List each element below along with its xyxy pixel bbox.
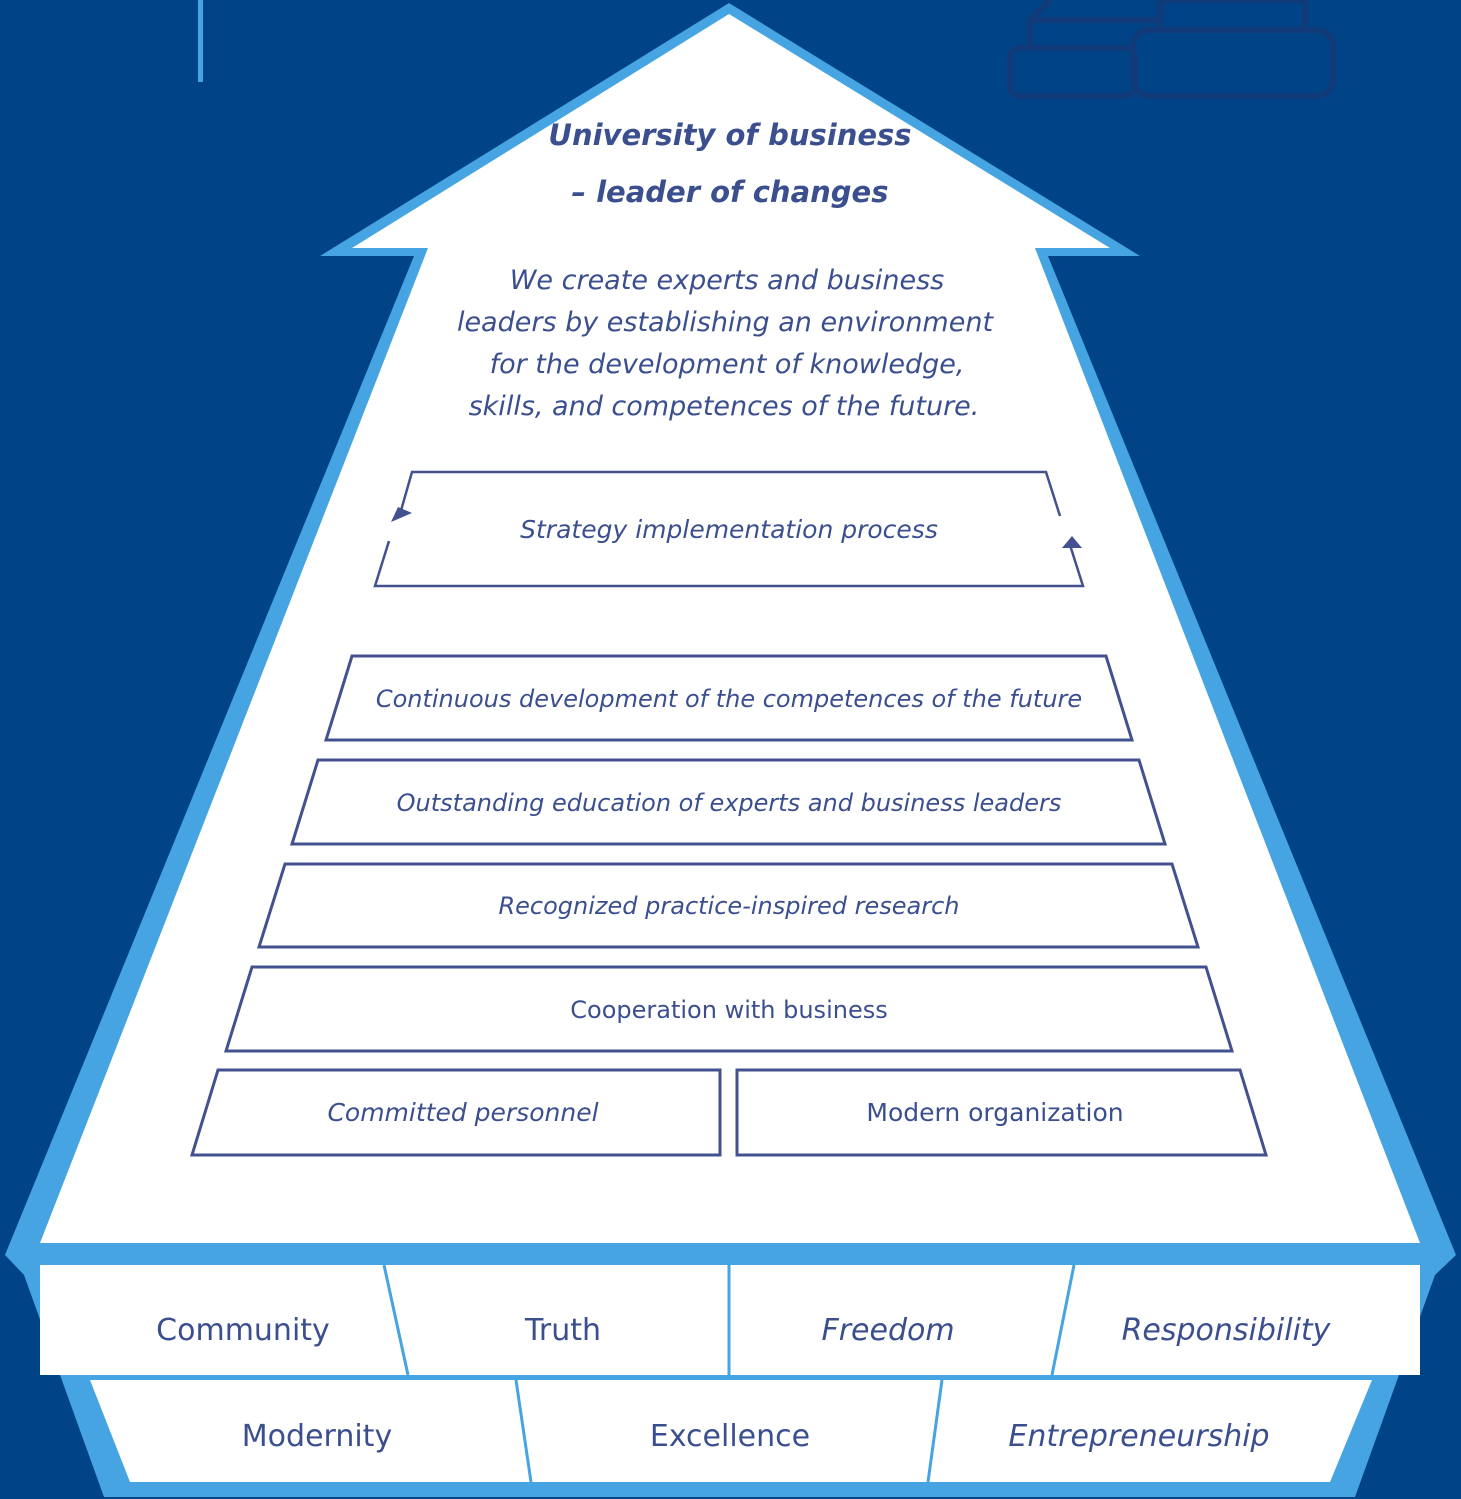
value-label: Modernity (242, 1419, 392, 1454)
goal-label: Recognized practice-inspired research (498, 892, 959, 920)
goal-box (323, 654, 1135, 742)
goal-box (289, 758, 1168, 846)
goal-box (256, 862, 1201, 949)
arrowhead-icon (1062, 536, 1082, 548)
strategy-process-label: Strategy implementation process (520, 515, 938, 544)
foundation-box (735, 1068, 1269, 1157)
mission-line: We create experts and business (510, 265, 945, 296)
goal-label: Outstanding education of experts and bus… (397, 789, 1062, 817)
value-label: Responsibility (1122, 1313, 1332, 1348)
foundation-label: Committed personnel (327, 1098, 598, 1127)
goal-label: Continuous development of the competence… (376, 685, 1082, 713)
goal-box (223, 965, 1235, 1053)
value-label: Freedom (821, 1313, 954, 1348)
values-divider (1050, 1264, 1076, 1376)
mission-line: leaders by establishing an environment (457, 307, 995, 338)
value-label: Entrepreneurship (1008, 1419, 1269, 1454)
foundation-label: Modern organization (866, 1098, 1123, 1127)
values-row2-cell (90, 1380, 1372, 1482)
value-label: Excellence (650, 1419, 810, 1454)
mission-line: for the development of knowledge, (490, 349, 965, 380)
arrowhead-icon (391, 507, 412, 522)
values-divider (382, 1264, 410, 1376)
building-outline-icon (1007, 0, 1336, 99)
diagram-title-line1: University of business (548, 118, 911, 152)
values-divider (514, 1379, 533, 1483)
goal-label: Cooperation with business (570, 996, 887, 1024)
value-label: Community (156, 1313, 330, 1348)
values-divider (926, 1379, 944, 1483)
top-left-accent-bar (198, 0, 203, 82)
diagram-title-line2: – leader of changes (572, 175, 889, 209)
value-label: Truth (524, 1313, 601, 1348)
strategy-process-loop (373, 470, 1085, 588)
foundation-box (189, 1068, 722, 1157)
mission-line: skills, and competences of the future. (469, 391, 980, 422)
